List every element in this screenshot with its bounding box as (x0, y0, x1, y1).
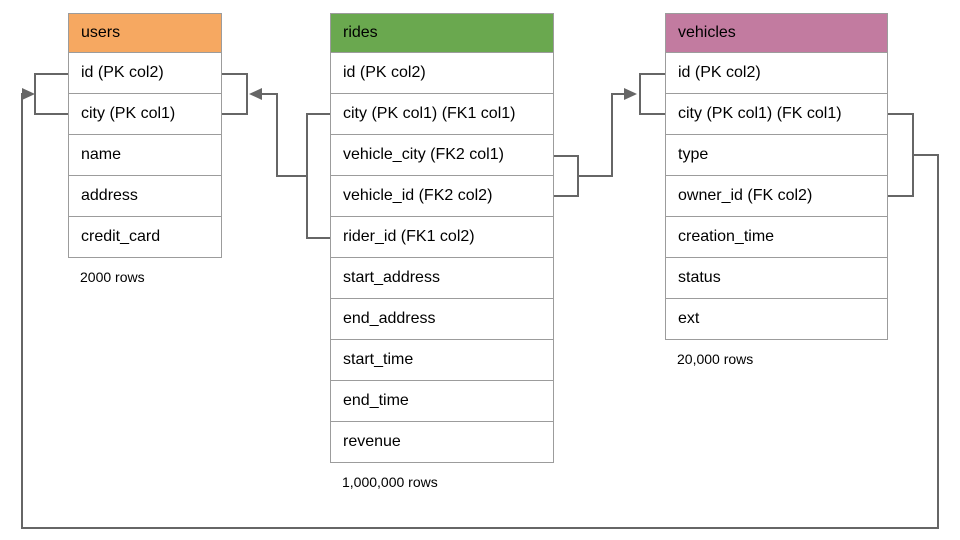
table-vehicles: vehicles id (PK col2) city (PK col1) (FK… (665, 13, 888, 367)
fk1-connector-rides-to-users (222, 73, 330, 239)
table-vehicles-header: vehicles (665, 13, 888, 53)
fk1-arrowhead-icon (249, 88, 262, 100)
table-vehicles-column: type (665, 135, 888, 176)
table-rides-column: city (PK col1) (FK1 col1) (330, 94, 554, 135)
fk2-line (578, 93, 635, 177)
table-users-row-count: 2000 rows (80, 269, 145, 285)
rides-fk1-bracket-left (306, 113, 330, 239)
table-vehicles-column: id (PK col2) (665, 53, 888, 94)
vehicles-pk-bracket-left (639, 73, 665, 115)
rides-fk2-bracket-right (554, 155, 579, 197)
table-rides-column: vehicle_city (FK2 col1) (330, 135, 554, 176)
table-rides-header: rides (330, 13, 554, 53)
table-rides-column: start_time (330, 340, 554, 381)
table-vehicles-column: ext (665, 299, 888, 340)
table-rides-column: end_time (330, 381, 554, 422)
table-users-column: name (68, 135, 222, 176)
vehicles-fk-bracket-right (888, 113, 914, 197)
fk-arrowhead-icon (22, 88, 35, 100)
table-users-header: users (68, 13, 222, 53)
table-rides-column: revenue (330, 422, 554, 463)
table-vehicles-column: owner_id (FK col2) (665, 176, 888, 217)
fk2-connector-rides-to-vehicles (554, 73, 665, 197)
fk2-arrowhead-icon (624, 88, 637, 100)
users-pk-bracket-right (222, 73, 248, 115)
users-pk-bracket-left (34, 73, 68, 115)
table-rides-column: id (PK col2) (330, 53, 554, 94)
table-users-column: credit_card (68, 217, 222, 258)
table-rides-column: end_address (330, 299, 554, 340)
table-rides-column: rider_id (FK1 col2) (330, 217, 554, 258)
table-vehicles-column: creation_time (665, 217, 888, 258)
table-users-column: city (PK col1) (68, 94, 222, 135)
table-users-column: address (68, 176, 222, 217)
table-vehicles-column: city (PK col1) (FK col1) (665, 94, 888, 135)
table-rides-column: start_address (330, 258, 554, 299)
table-rides-column: vehicle_id (FK2 col2) (330, 176, 554, 217)
table-vehicles-row-count: 20,000 rows (677, 351, 754, 367)
table-vehicles-column: status (665, 258, 888, 299)
table-rides: rides id (PK col2) city (PK col1) (FK1 c… (330, 13, 554, 490)
table-rides-row-count: 1,000,000 rows (342, 474, 438, 490)
table-users-column: id (PK col2) (68, 53, 222, 94)
table-users: users id (PK col2) city (PK col1) name a… (68, 13, 222, 285)
fk1-line (251, 93, 307, 177)
